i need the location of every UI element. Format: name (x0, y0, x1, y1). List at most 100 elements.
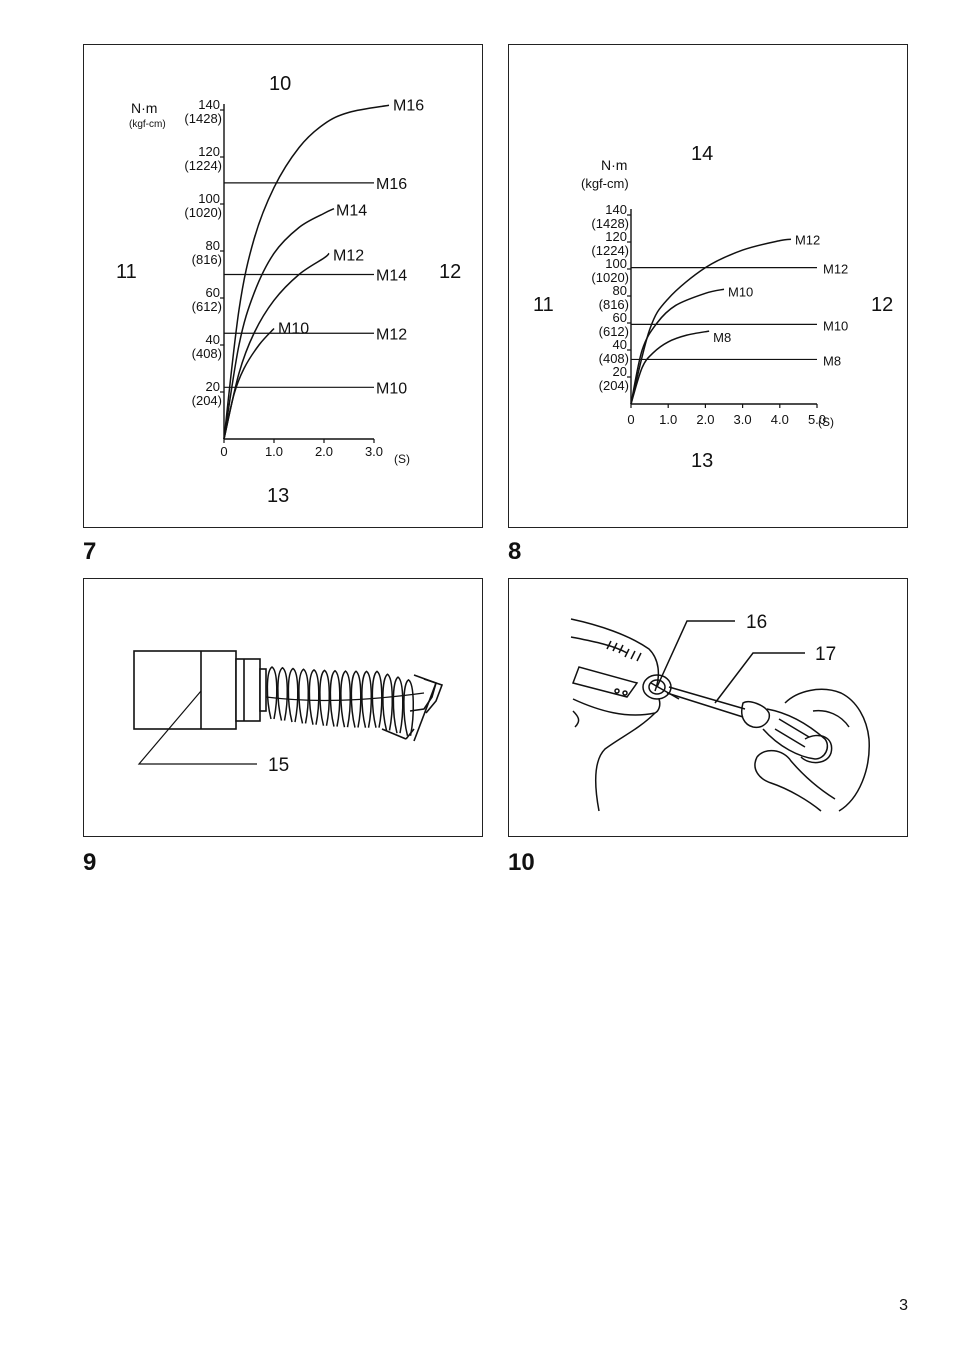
y-tick-alt-label: (204) (192, 393, 222, 408)
curve-m8 (630, 330, 710, 405)
x-axis-unit: (S) (818, 415, 834, 429)
curve-label: M14 (336, 203, 367, 220)
page-number: 3 (899, 1297, 908, 1314)
y-tick-label: 20 (206, 379, 220, 394)
callout-14: 14 (691, 143, 713, 165)
curve-label: M12 (333, 247, 364, 264)
y-tick-alt-label: (1020) (591, 270, 629, 285)
terminal-clip (381, 674, 444, 742)
x-tick-label: 0 (220, 444, 227, 459)
spring-coil-turn (329, 669, 341, 727)
figure-8-number: 8 (508, 538, 522, 565)
spring-coil (266, 666, 414, 736)
spring-coil-turn (371, 670, 383, 728)
callout-12: 12 (871, 294, 893, 316)
x-tick-label: 3.0 (734, 412, 752, 427)
figure-7-number: 7 (83, 538, 97, 565)
figure-10-panel: 16 17 (508, 578, 908, 837)
reference-line-label: M12 (823, 262, 848, 277)
hand (754, 688, 870, 812)
callout-10: 10 (269, 73, 291, 95)
lead-wire (265, 692, 425, 702)
y-axis-label: N·m (131, 100, 157, 116)
y-axis-sublabel: (kgf-cm) (581, 176, 629, 191)
figure-9-panel: 15 (83, 578, 483, 837)
callout-17-leader (714, 652, 805, 704)
y-tick-label: 20 (613, 364, 627, 379)
reference-line-label: M8 (823, 353, 841, 368)
curve-m16 (223, 104, 390, 440)
y-tick-label: 60 (206, 285, 220, 300)
spring-coil-turn (287, 667, 299, 723)
carbon-brush-illustration: 15 (133, 650, 444, 776)
curve-m10 (630, 288, 725, 405)
y-tick-label: 140 (198, 97, 220, 112)
x-tick-label: 3.0 (365, 444, 383, 459)
y-tick-alt-label: (612) (192, 299, 222, 314)
curve-m12 (630, 238, 792, 405)
y-tick-alt-label: (408) (599, 351, 629, 366)
curve-label: M10 (728, 284, 753, 299)
y-tick-alt-label: (816) (192, 252, 222, 267)
curve-m10 (223, 328, 275, 440)
callout-12: 12 (439, 261, 461, 283)
y-tick-label: 100 (198, 191, 220, 206)
curve-label: M12 (795, 232, 820, 247)
spring-coil-turn (308, 668, 320, 725)
y-tick-alt-label: (1224) (591, 243, 629, 258)
callout-13: 13 (267, 485, 289, 507)
callout-17: 17 (815, 644, 836, 665)
figure-10-number: 10 (508, 849, 535, 876)
tool-housing (570, 618, 661, 812)
y-tick-alt-label: (408) (192, 346, 222, 361)
callout-15: 15 (268, 755, 289, 776)
x-tick-label: 5.0 (808, 412, 826, 427)
y-axis-sublabel: (kgf-cm) (129, 119, 166, 130)
curve-label: M16 (393, 97, 424, 114)
x-axis-unit: (S) (394, 452, 410, 466)
curve-label: M10 (278, 321, 309, 338)
callout-15-leader (137, 690, 257, 765)
spring-coil-turn (392, 676, 404, 734)
callout-11: 11 (533, 294, 554, 316)
reference-line-label: M12 (376, 326, 407, 343)
y-tick-alt-label: (1428) (184, 111, 222, 126)
callout-13: 13 (691, 450, 713, 472)
reference-line-label: M10 (823, 318, 848, 333)
spring-coil-turn (350, 670, 362, 728)
y-tick-label: 140 (605, 202, 627, 217)
y-tick-label: 120 (605, 229, 627, 244)
y-axis-label: N·m (601, 157, 627, 173)
figure-9-number: 9 (83, 849, 97, 876)
screwdriver-removal-illustration: 16 17 (570, 612, 870, 812)
x-tick-label: 4.0 (771, 412, 789, 427)
y-tick-label: 80 (206, 238, 220, 253)
y-tick-alt-label: (1020) (184, 205, 222, 220)
y-tick-alt-label: (1224) (184, 158, 222, 173)
spring-coil-turn (361, 670, 372, 728)
callout-11: 11 (116, 261, 137, 283)
curve-label: M8 (713, 330, 731, 345)
spring-coil-turn (403, 678, 414, 736)
y-tick-alt-label: (612) (599, 324, 629, 339)
spring-coil-turn (298, 668, 309, 724)
y-tick-label: 40 (613, 337, 627, 352)
x-tick-label: 1.0 (659, 412, 677, 427)
y-tick-label: 100 (605, 256, 627, 271)
callout-16: 16 (746, 612, 767, 633)
y-tick-label: 40 (206, 332, 220, 347)
y-tick-alt-label: (1428) (591, 216, 629, 231)
spring-coil-turn (340, 670, 351, 728)
y-tick-alt-label: (204) (599, 378, 629, 393)
reference-line-label: M14 (376, 268, 407, 285)
x-tick-label: 2.0 (315, 444, 333, 459)
spring-coil-turn (266, 666, 278, 720)
x-tick-label: 0 (627, 412, 634, 427)
reference-line-label: M10 (376, 380, 407, 397)
y-tick-alt-label: (816) (599, 297, 629, 312)
curve-m14 (223, 208, 335, 440)
